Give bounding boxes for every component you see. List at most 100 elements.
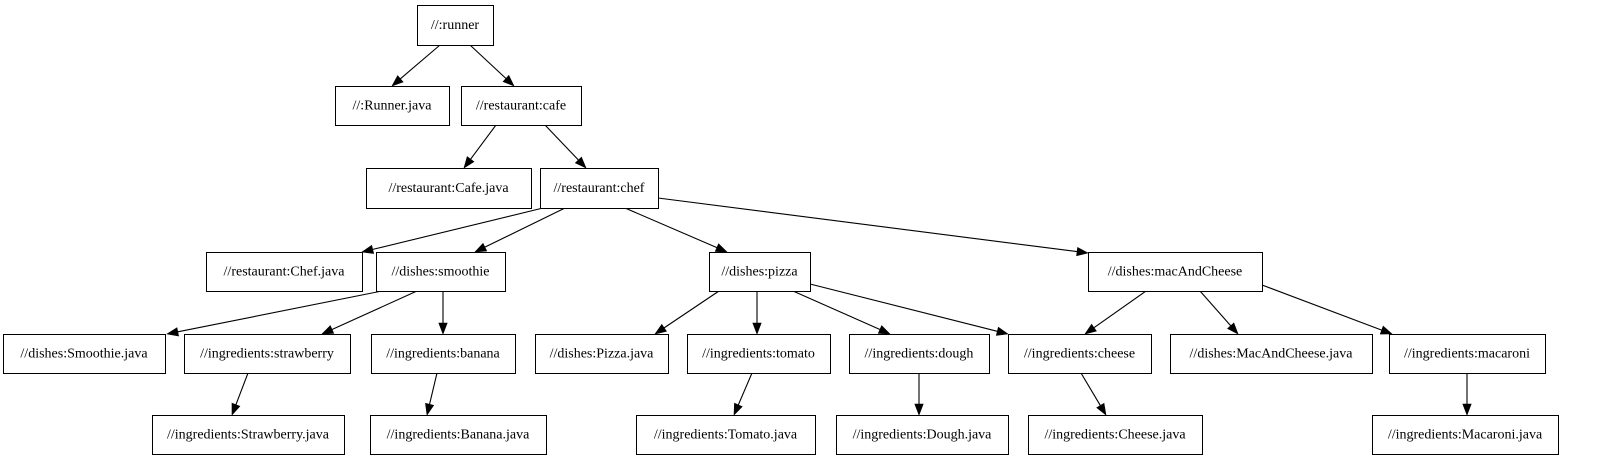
node-box[interactable] xyxy=(371,334,516,374)
node-label: //ingredients:cheese xyxy=(1024,347,1135,362)
graph-edge xyxy=(1462,373,1472,416)
node-label: //dishes:MacAndCheese.java xyxy=(1190,347,1354,362)
node-box[interactable] xyxy=(152,415,345,455)
arrowhead-icon xyxy=(231,402,241,416)
graph-node-chef_java[interactable]: //restaurant:Chef.java xyxy=(206,252,363,292)
graph-node-cheese_java[interactable]: //ingredients:Cheese.java xyxy=(1028,415,1203,455)
node-label: //ingredients:Macaroni.java xyxy=(1388,428,1543,443)
graph-node-cafe[interactable]: //restaurant:cafe xyxy=(461,86,582,126)
graph-node-chef[interactable]: //restaurant:chef xyxy=(540,168,659,209)
arrowhead-icon xyxy=(1227,322,1239,335)
node-box[interactable] xyxy=(417,5,494,46)
graph-node-pizza[interactable]: //dishes:pizza xyxy=(709,252,811,292)
graph-edge xyxy=(438,291,448,335)
graph-edge xyxy=(469,44,515,87)
graph-node-tomato_java[interactable]: //ingredients:Tomato.java xyxy=(636,415,816,455)
graph-node-strawberry[interactable]: //ingredients:strawberry xyxy=(184,334,351,374)
graph-edge xyxy=(231,372,249,416)
node-box[interactable] xyxy=(836,415,1009,455)
graph-edge xyxy=(1199,290,1239,335)
graph-edge xyxy=(914,373,924,416)
node-box[interactable] xyxy=(206,252,363,292)
node-label: //ingredients:Strawberry.java xyxy=(167,428,330,443)
arrowhead-icon xyxy=(1076,246,1089,257)
node-box[interactable] xyxy=(370,415,547,455)
node-box[interactable] xyxy=(535,334,669,374)
node-label: //restaurant:Chef.java xyxy=(224,265,346,280)
graph-node-macaroni_java[interactable]: //ingredients:Macaroni.java xyxy=(1372,415,1559,455)
graph-node-smoothie[interactable]: //dishes:smoothie xyxy=(376,252,506,292)
arrowhead-icon xyxy=(914,403,924,416)
graph-node-cheese[interactable]: //ingredients:cheese xyxy=(1008,334,1152,374)
node-label: //restaurant:cafe xyxy=(476,99,566,114)
graph-node-macaroni[interactable]: //ingredients:macaroni xyxy=(1389,334,1546,374)
arrowhead-icon xyxy=(321,325,335,335)
node-box[interactable] xyxy=(366,168,532,209)
graph-edge xyxy=(544,124,587,169)
node-label: //dishes:Pizza.java xyxy=(550,347,655,362)
node-layer: //:runner //:Runner.java //restaurant:cafe… xyxy=(3,5,1559,455)
graph-edge xyxy=(391,44,441,87)
node-box[interactable] xyxy=(184,334,351,374)
graph-node-pizza_java[interactable]: //dishes:Pizza.java xyxy=(535,334,669,374)
node-box[interactable] xyxy=(3,334,166,374)
arrowhead-icon xyxy=(438,322,448,335)
graph-edge xyxy=(1084,290,1147,335)
node-box[interactable] xyxy=(1372,415,1559,455)
arrowhead-icon xyxy=(733,402,743,416)
node-label: //:Runner.java xyxy=(353,99,433,114)
node-box[interactable] xyxy=(636,415,816,455)
graph-node-runner_java[interactable]: //:Runner.java xyxy=(335,86,450,126)
graph-edge xyxy=(654,290,720,335)
node-label: //ingredients:Tomato.java xyxy=(654,428,798,443)
arrowhead-icon xyxy=(654,323,667,335)
node-box[interactable] xyxy=(1028,415,1203,455)
arrowhead-icon xyxy=(474,242,488,253)
graph-node-macandcheese_java[interactable]: //dishes:MacAndCheese.java xyxy=(1170,334,1373,374)
node-label: //restaurant:Cafe.java xyxy=(388,181,509,196)
graph-node-macandcheese[interactable]: //dishes:macAndCheese xyxy=(1088,252,1263,292)
node-label: //dishes:smoothie xyxy=(392,265,490,280)
graph-node-banana_java[interactable]: //ingredients:Banana.java xyxy=(370,415,547,455)
node-box[interactable] xyxy=(1088,252,1263,292)
node-label: //ingredients:banana xyxy=(386,347,500,362)
arrowhead-icon xyxy=(1096,402,1107,416)
arrowhead-icon xyxy=(1379,325,1393,335)
arrowhead-icon xyxy=(877,325,891,335)
graph-node-strawberry_java[interactable]: //ingredients:Strawberry.java xyxy=(152,415,345,455)
graph-node-dough[interactable]: //ingredients:dough xyxy=(849,334,990,374)
node-label: //ingredients:macaroni xyxy=(1404,347,1530,362)
graph-node-cafe_java[interactable]: //restaurant:Cafe.java xyxy=(366,168,532,209)
graph-node-tomato[interactable]: //ingredients:tomato xyxy=(687,334,831,374)
node-box[interactable] xyxy=(1008,334,1152,374)
graph-edge xyxy=(166,290,383,337)
graph-node-smoothie_java[interactable]: //dishes:Smoothie.java xyxy=(3,334,166,374)
arrowhead-icon xyxy=(391,75,404,87)
node-box[interactable] xyxy=(540,168,659,209)
graph-edge xyxy=(752,291,762,335)
node-box[interactable] xyxy=(376,252,506,292)
graph-edge xyxy=(361,207,544,254)
graph-edge xyxy=(1080,372,1107,416)
graph-edge xyxy=(321,290,418,335)
node-box[interactable] xyxy=(335,86,450,126)
graph-edge xyxy=(733,372,753,416)
node-box[interactable] xyxy=(709,252,811,292)
node-box[interactable] xyxy=(849,334,990,374)
node-label: //dishes:pizza xyxy=(721,265,798,280)
node-box[interactable] xyxy=(1170,334,1373,374)
node-label: //ingredients:dough xyxy=(865,347,974,362)
arrowhead-icon xyxy=(166,327,179,337)
arrowhead-icon xyxy=(502,74,515,87)
node-box[interactable] xyxy=(461,86,582,126)
node-label: //ingredients:Dough.java xyxy=(853,428,993,443)
node-box[interactable] xyxy=(1389,334,1546,374)
graph-node-banana[interactable]: //ingredients:banana xyxy=(371,334,516,374)
graph-node-dough_java[interactable]: //ingredients:Dough.java xyxy=(836,415,1009,455)
arrowhead-icon xyxy=(1084,323,1097,335)
graph-node-runner[interactable]: //:runner xyxy=(417,5,494,46)
arrowhead-icon xyxy=(752,322,762,335)
node-box[interactable] xyxy=(687,334,831,374)
